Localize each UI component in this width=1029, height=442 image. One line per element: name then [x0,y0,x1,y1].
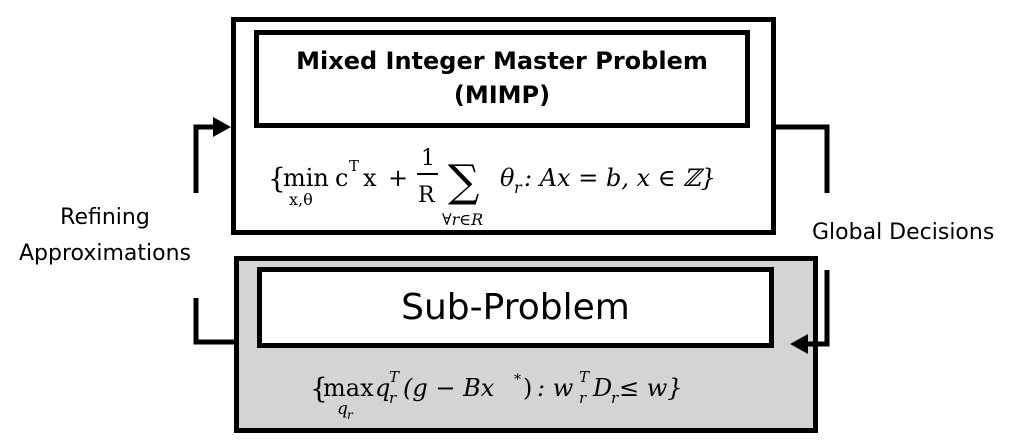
sub-problem-title: Sub-Problem [401,287,630,328]
sub-formula-q-transpose: T [389,368,400,386]
master-problem-title-box [254,30,750,128]
sub-formula-max-operator: max [323,374,374,402]
formula-theta-subscript: r [514,178,523,197]
sub-formula-open-brace: { [310,372,328,405]
sub-problem-title-box [257,267,774,348]
left-feedback-connector [193,298,234,345]
sub-formula-star: * [514,372,521,388]
master-title-line1: Mixed Integer Master Problem [296,47,708,75]
sub-formula-w-transpose: T [579,368,590,386]
sub-formula-q: q [375,374,390,402]
refine-line1: Refining [60,205,150,230]
sub-formula-w-subscript: r [579,389,587,407]
master-formula: { min x,θ c T x + 1 R ∑ ∀r∈R θ r : Ax = … [268,146,716,229]
formula-theta: θ [500,164,515,192]
sub-formula: { max q r q T r (g − Bx * ) : w T r D r … [310,368,683,422]
sub-formula-d: D [592,374,612,402]
refine-line2: Approximations [19,241,191,266]
sub-formula-close-paren: ) [523,374,532,402]
right-decision-connector-lower [806,270,830,347]
refining-approximations-label: Refining Approximations [0,200,210,272]
formula-min-operator: min [283,164,329,192]
sub-formula-inequality: ≤ w} [619,374,683,402]
right-decision-connector-upper [776,124,830,193]
left-arrowhead-icon [790,334,808,354]
sub-formula-max-subscript-index: r [347,408,354,422]
sub-formula-q-subscript: r [389,389,397,407]
formula-min-subscript: x,θ [289,190,313,209]
formula-summation: ∑ [448,156,479,207]
formula-c: c [335,164,348,192]
formula-plus: + [388,164,408,192]
sub-formula-max-subscript: q [337,399,348,419]
formula-summation-subscript: ∀r∈R [442,210,483,229]
sub-formula-g-minus-bx: (g − Bx [403,374,495,402]
formula-fraction-denominator: R [418,183,436,208]
sub-formula-w: : w [537,374,574,402]
formula-x: x [363,164,377,192]
right-arrowhead-icon [213,117,231,137]
global-decisions-label: Global Decisions [812,220,995,245]
formula-constraints: : Ax = b, x ∈ ℤ} [524,164,716,192]
master-problem-title: Mixed Integer Master Problem (MIMP) [254,44,750,112]
master-title-line2: (MIMP) [453,81,551,109]
formula-fraction-numerator: 1 [421,146,435,171]
left-feedback-connector-upper [193,124,215,193]
formula-open-brace: { [268,162,286,195]
sub-formula-d-subscript: r [611,389,619,407]
formula-c-transpose: T [349,157,359,175]
